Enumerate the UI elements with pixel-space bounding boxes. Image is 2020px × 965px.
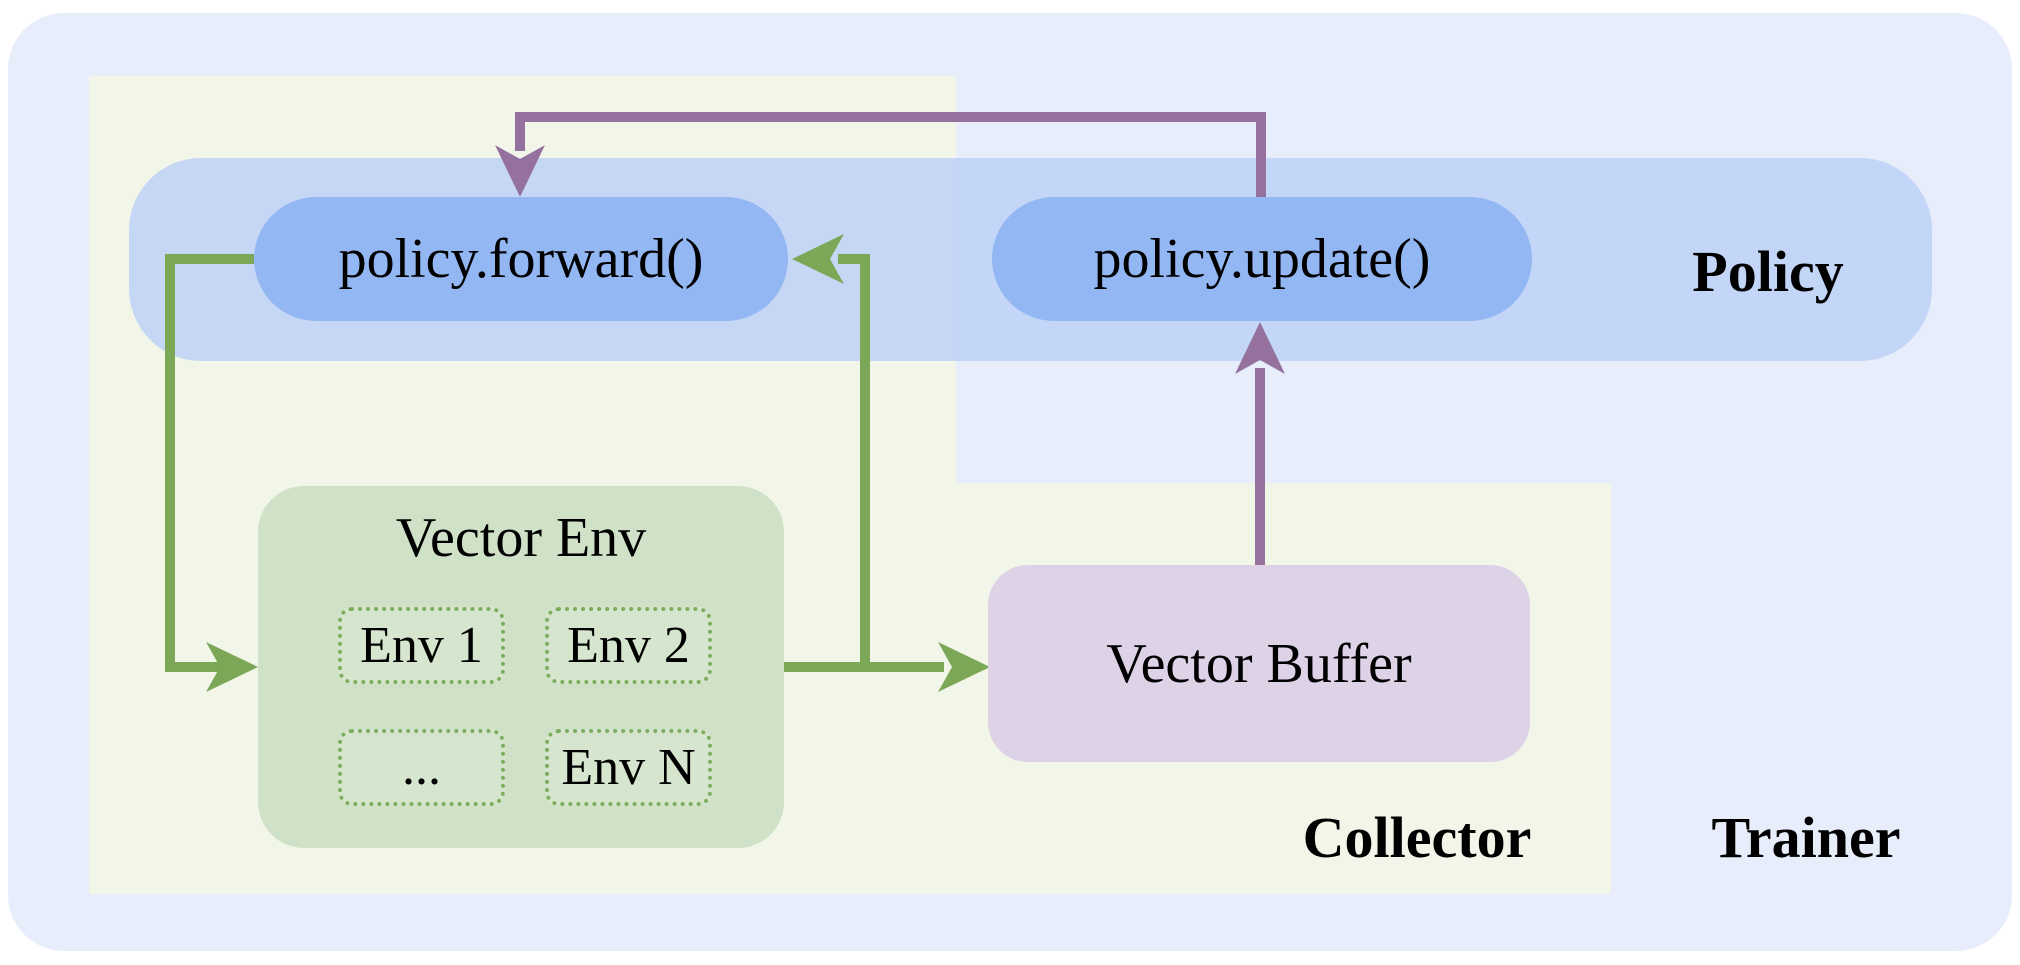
env-item-n-label: Env N (561, 738, 696, 796)
node-policy-update: policy.update() (992, 197, 1532, 321)
node-vector-buffer: Vector Buffer (988, 565, 1530, 762)
env-item-1: Env 1 (338, 607, 505, 684)
env-item-ellipsis: ... (338, 729, 505, 806)
node-policy-forward-label: policy.forward() (338, 228, 704, 290)
node-vector-env: Vector Env Env 1 Env 2 ... Env N (258, 486, 784, 848)
env-item-n: Env N (545, 729, 712, 806)
env-item-1-label: Env 1 (360, 616, 483, 674)
policy-region-label: Policy (1692, 239, 1844, 304)
node-vector-buffer-label: Vector Buffer (1106, 632, 1412, 695)
collector-region-label: Collector (1302, 805, 1532, 870)
env-item-2: Env 2 (545, 607, 712, 684)
node-policy-forward: policy.forward() (254, 197, 788, 321)
env-item-2-label: Env 2 (567, 616, 690, 674)
node-policy-update-label: policy.update() (1093, 228, 1431, 290)
node-vector-env-label: Vector Env (395, 507, 647, 569)
env-item-ellipsis-label: ... (402, 738, 441, 796)
trainer-region-label: Trainer (1711, 805, 1901, 870)
